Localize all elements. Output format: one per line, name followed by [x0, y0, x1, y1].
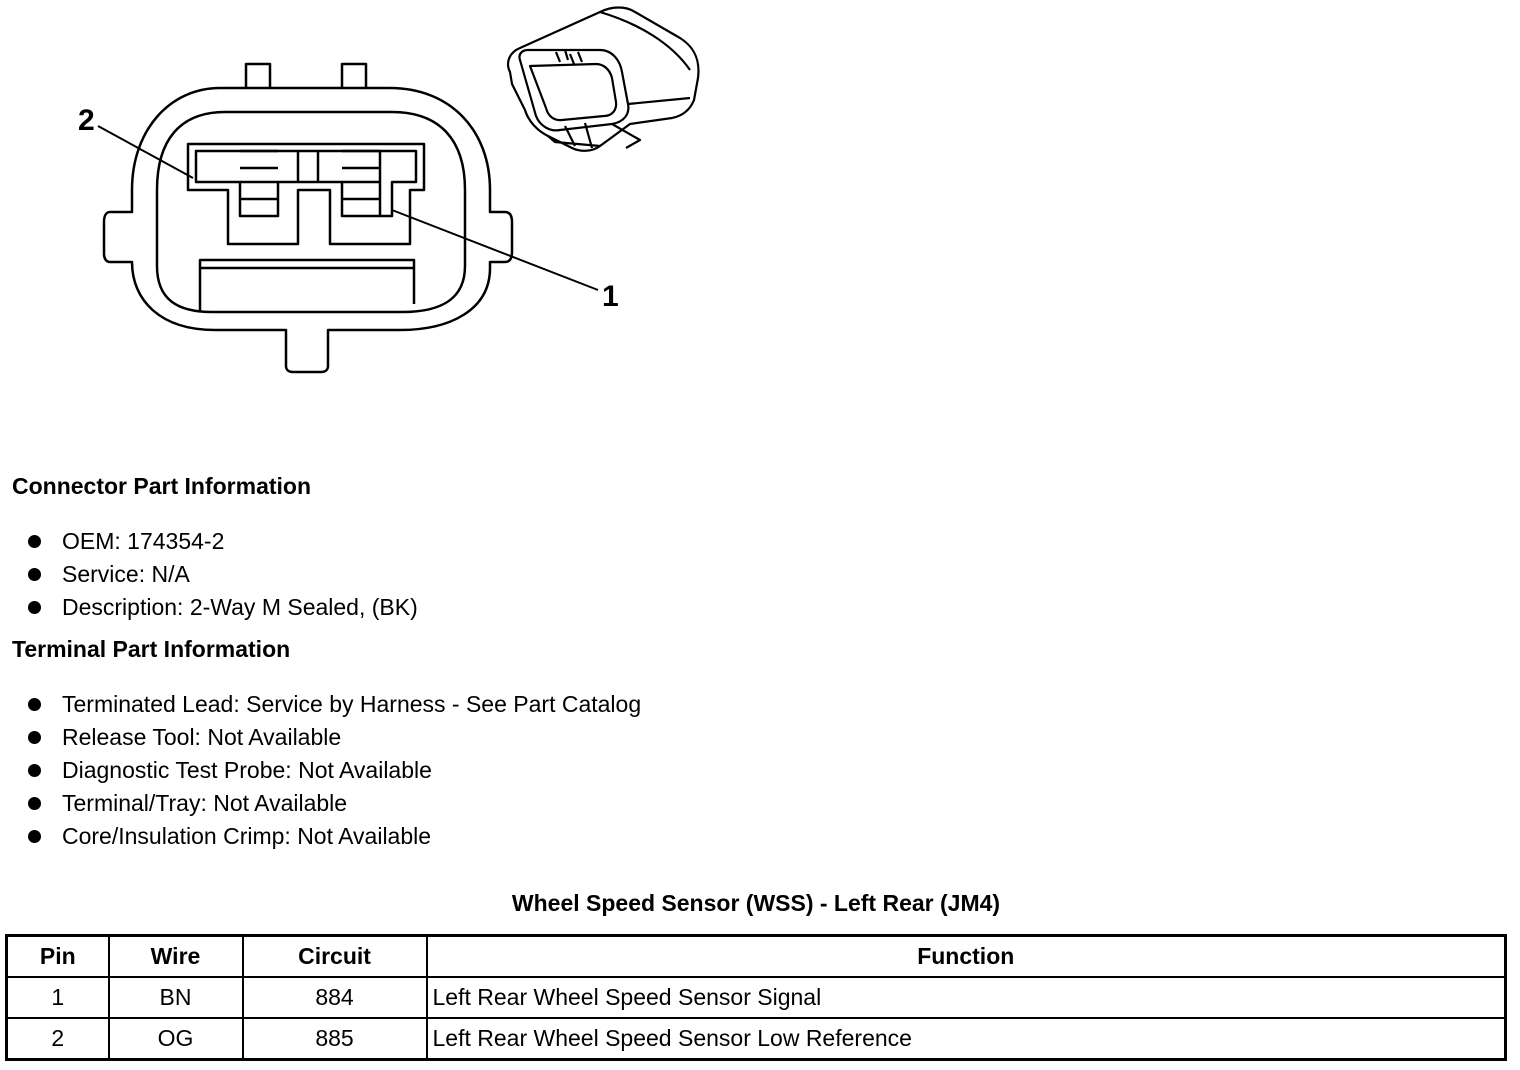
- list-item: Diagnostic Test Probe: Not Available: [28, 756, 641, 789]
- bullet-icon: [28, 764, 41, 777]
- bullet-icon: [28, 830, 41, 843]
- connector-face-drawing: [97, 6, 700, 374]
- connector-part-info-heading: Connector Part Information: [12, 473, 312, 499]
- pin-table: Pin Wire Circuit Function 1 BN 884 Left …: [5, 934, 1507, 1061]
- list-item: Core/Insulation Crimp: Not Available: [28, 822, 641, 855]
- cell-circuit: 884: [241, 976, 428, 1019]
- bullet-icon: [28, 535, 41, 548]
- terminal-part-info-heading: Terminal Part Information: [12, 636, 291, 662]
- list-item: Release Tool: Not Available: [28, 723, 641, 756]
- pin-table-title: Wheel Speed Sensor (WSS) - Left Rear (JM…: [511, 890, 1001, 916]
- list-item: Service: N/A: [28, 560, 418, 593]
- table-header-row: Pin Wire Circuit Function: [5, 934, 1507, 978]
- header-wire: Wire: [107, 934, 244, 978]
- cell-pin: 1: [5, 976, 110, 1019]
- list-item: Terminated Lead: Service by Harness - Se…: [28, 690, 641, 723]
- list-item: OEM: 174354-2: [28, 527, 418, 560]
- connector-part-info-list: OEM: 174354-2 Service: N/A Description: …: [28, 527, 418, 626]
- table-row: 1 BN 884 Left Rear Wheel Speed Sensor Si…: [5, 976, 1507, 1019]
- bullet-icon: [28, 731, 41, 744]
- bullet-icon: [28, 698, 41, 711]
- cell-circuit: 885: [241, 1017, 428, 1061]
- header-pin: Pin: [5, 934, 110, 978]
- callout-pin-1: 1: [602, 280, 619, 313]
- terminal-part-info-list: Terminated Lead: Service by Harness - Se…: [28, 690, 641, 855]
- list-item: Description: 2-Way M Sealed, (BK): [28, 593, 418, 626]
- cell-function: Left Rear Wheel Speed Sensor Low Referen…: [425, 1017, 1507, 1061]
- bullet-icon: [28, 568, 41, 581]
- bullet-icon: [28, 797, 41, 810]
- header-circuit: Circuit: [241, 934, 428, 978]
- connector-diagram: 2 1: [0, 0, 760, 400]
- callout-pin-2: 2: [78, 104, 95, 137]
- cell-wire: OG: [107, 1017, 244, 1061]
- header-function: Function: [425, 934, 1507, 978]
- cell-wire: BN: [107, 976, 244, 1019]
- table-row: 2 OG 885 Left Rear Wheel Speed Sensor Lo…: [5, 1017, 1507, 1061]
- cell-pin: 2: [5, 1017, 110, 1061]
- bullet-icon: [28, 601, 41, 614]
- list-item: Terminal/Tray: Not Available: [28, 789, 641, 822]
- cell-function: Left Rear Wheel Speed Sensor Signal: [425, 976, 1507, 1019]
